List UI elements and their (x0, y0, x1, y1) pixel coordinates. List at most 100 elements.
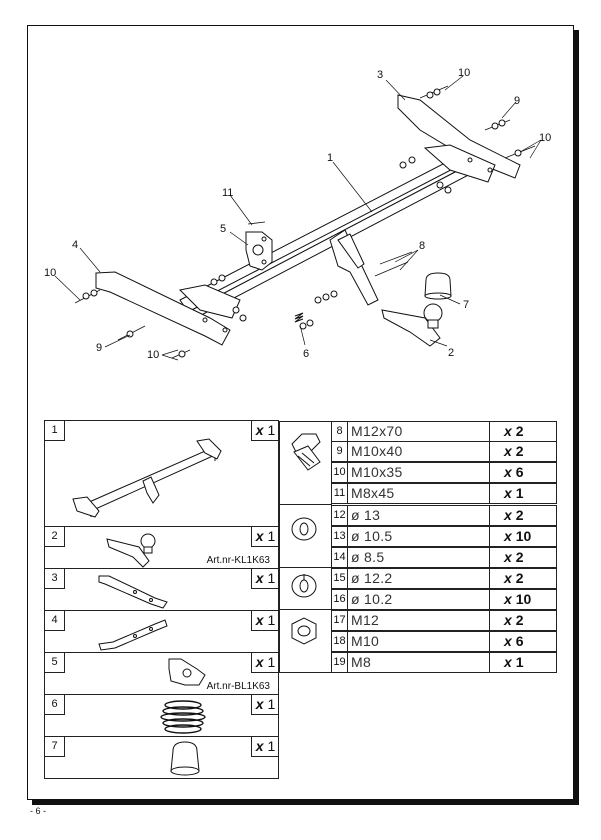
hardware-description: M8 (347, 652, 490, 673)
fastener-drawings (74, 85, 536, 359)
hardware-description: M10x40 (347, 441, 490, 462)
hardware-quantity: x 6 (489, 631, 557, 652)
bolt-icon (291, 433, 321, 471)
hardware-description: M10 (347, 631, 490, 652)
callout-8: 8 (419, 240, 425, 252)
part-row-4: 4 x 1 (44, 610, 279, 653)
right-bracket-drawing (397, 94, 521, 183)
part5-bracket-drawing (245, 231, 273, 271)
part-quantity: x 1 (251, 653, 279, 673)
parts-table: 1 x 1 2 x 1 Art.nr-KL1K63 3 x 1 4 x 1 (44, 420, 279, 779)
callout-11: 11 (222, 187, 233, 199)
part-quantity: x 1 (251, 737, 279, 757)
hardware-row-18: 18 M10 x 6 (331, 631, 557, 652)
hardware-row-16: 16 ø 10.2 x 10 (331, 589, 557, 610)
hardware-number: 15 (331, 568, 348, 589)
spring-thumbnail (160, 700, 206, 734)
callout-10-top: 10 (458, 67, 470, 79)
callout-10-bottom: 10 (147, 349, 159, 361)
hardware-description: ø 13 (347, 505, 490, 526)
article-number: Art.nr-BL1K63 (206, 681, 270, 692)
part-row-7: 7 x 1 (44, 736, 279, 779)
hardware-description: M12 (347, 610, 490, 631)
hardware-number: 11 (331, 483, 348, 504)
spring-washer-icon (291, 574, 317, 598)
part-number: 5 (45, 653, 65, 673)
hardware-description: ø 10.2 (347, 589, 490, 610)
callout-1: 1 (327, 152, 333, 164)
hex-nut-icon (291, 617, 317, 645)
hardware-quantity: x 1 (489, 652, 557, 673)
part-number: 7 (45, 737, 65, 757)
callout-4: 4 (72, 239, 78, 251)
hardware-number: 13 (331, 526, 348, 547)
article-number: Art.nr-KL1K63 (206, 555, 270, 566)
nut-icon-cell (279, 609, 332, 673)
hardware-description: ø 10.5 (347, 526, 490, 547)
hardware-quantity: x 2 (489, 441, 557, 462)
hardware-quantity: x 2 (489, 421, 557, 442)
hardware-number: 16 (331, 589, 348, 610)
part-quantity: x 1 (251, 527, 279, 547)
crossbar-drawing (179, 149, 479, 323)
hardware-row-17: 17 M12 x 2 (331, 610, 557, 631)
hardware-number: 18 (331, 631, 348, 652)
part-number: 2 (45, 527, 65, 547)
hardware-row-11: 11 M8x45 x 1 (331, 483, 557, 504)
hardware-row-14: 14 ø 8.5 x 2 (331, 547, 557, 568)
part-number: 4 (45, 611, 65, 631)
callout-leaders (54, 75, 542, 361)
hardware-description: M12x70 (347, 421, 490, 442)
part-row-2: 2 x 1 Art.nr-KL1K63 (44, 526, 279, 569)
callout-9-right: 9 (514, 95, 520, 107)
part-quantity: x 1 (251, 695, 279, 715)
towball-drawing (381, 303, 443, 347)
page-number: - 6 - (30, 806, 47, 816)
part-number: 3 (45, 569, 65, 589)
hardware-quantity: x 2 (489, 505, 557, 526)
flat-washer-icon-cell (279, 504, 332, 568)
hardware-row-9: 9 M10x40 x 2 (331, 441, 557, 462)
hardware-quantity: x 6 (489, 462, 557, 483)
callout-10-right: 10 (539, 132, 551, 144)
part-quantity: x 1 (251, 421, 279, 441)
part-row-6: 6 x 1 (44, 694, 279, 737)
towball-thumbnail (106, 533, 156, 568)
hardware-description: ø 12.2 (347, 568, 490, 589)
hardware-row-19: 19 M8 x 1 (331, 652, 557, 673)
exploded-assembly-drawing: 1 2 3 4 5 6 7 8 9 9 10 10 10 10 11 (44, 67, 551, 361)
hardware-number: 19 (331, 652, 348, 673)
hardware-row-12: 12 ø 13 x 2 (331, 505, 557, 526)
spring-drawing (294, 312, 304, 323)
hardware-row-8: 8 M12x70 x 2 (331, 421, 557, 442)
callout-10-left: 10 (44, 267, 56, 279)
hardware-number: 17 (331, 610, 348, 631)
hardware-quantity: x 1 (489, 483, 557, 504)
flat-washer-icon (291, 517, 317, 541)
right-bracket-thumbnail (98, 575, 168, 609)
callout-6: 6 (303, 348, 309, 360)
spring-washer-icon-cell (279, 567, 332, 610)
hardware-description: M10x35 (347, 462, 490, 483)
hardware-number: 10 (331, 462, 348, 483)
cap-drawing (424, 272, 452, 300)
hardware-description: M8x45 (347, 483, 490, 504)
hardware-row-13: 13 ø 10.5 x 10 (331, 526, 557, 547)
callout-7: 7 (463, 299, 469, 311)
part-number: 6 (45, 695, 65, 715)
hardware-quantity: x 10 (489, 589, 557, 610)
hardware-number: 8 (331, 421, 348, 442)
hardware-quantity: x 2 (489, 568, 557, 589)
hardware-row-10: 10 M10x35 x 6 (331, 462, 557, 483)
callout-5: 5 (220, 223, 226, 235)
part-row-3: 3 x 1 (44, 568, 279, 611)
hardware-quantity: x 2 (489, 547, 557, 568)
hardware-row-15: 15 ø 12.2 x 2 (331, 568, 557, 589)
hardware-quantity: x 2 (489, 610, 557, 631)
hardware-number: 9 (331, 441, 348, 462)
cap-thumbnail (170, 741, 200, 776)
crossbar-thumbnail (72, 438, 222, 518)
callout-3: 3 (377, 69, 383, 81)
bolt-icon-cell (279, 421, 332, 505)
callout-9-left: 9 (96, 342, 102, 354)
